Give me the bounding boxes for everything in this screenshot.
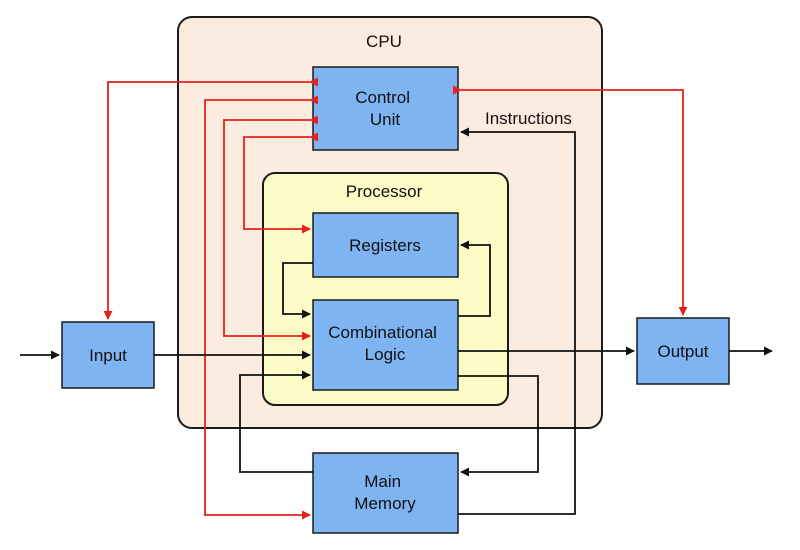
output-label: Output — [657, 342, 708, 361]
registers-label: Registers — [349, 236, 421, 255]
combinational-logic-block — [312, 299, 459, 391]
input-label: Input — [89, 346, 127, 365]
output-block — [636, 317, 730, 385]
logic-to-memory-arrow — [458, 375, 539, 477]
main-memory-block — [312, 452, 459, 534]
registers-to-logic-arrow — [282, 262, 313, 319]
control-unit-block — [312, 66, 459, 151]
control-unit-label: Control Unit — [355, 88, 415, 129]
logic-to-registers-arrow — [458, 240, 491, 317]
processor-label: Processor — [346, 182, 423, 201]
control-memory-arrow — [204, 95, 319, 520]
memory-to-logic-arrow — [239, 370, 313, 473]
control-logic-arrow — [223, 115, 319, 341]
main-memory-label: Main Memory — [354, 472, 416, 513]
control-output-arrow — [452, 85, 688, 316]
instructions-label: Instructions — [485, 109, 572, 128]
memory-to-control-instructions-arrow — [458, 127, 576, 515]
cpu-label: CPU — [366, 32, 402, 51]
control-input-arrow — [103, 77, 319, 320]
control-registers-arrow — [243, 132, 319, 234]
combinational-logic-label: Combinational Logic — [328, 323, 441, 364]
